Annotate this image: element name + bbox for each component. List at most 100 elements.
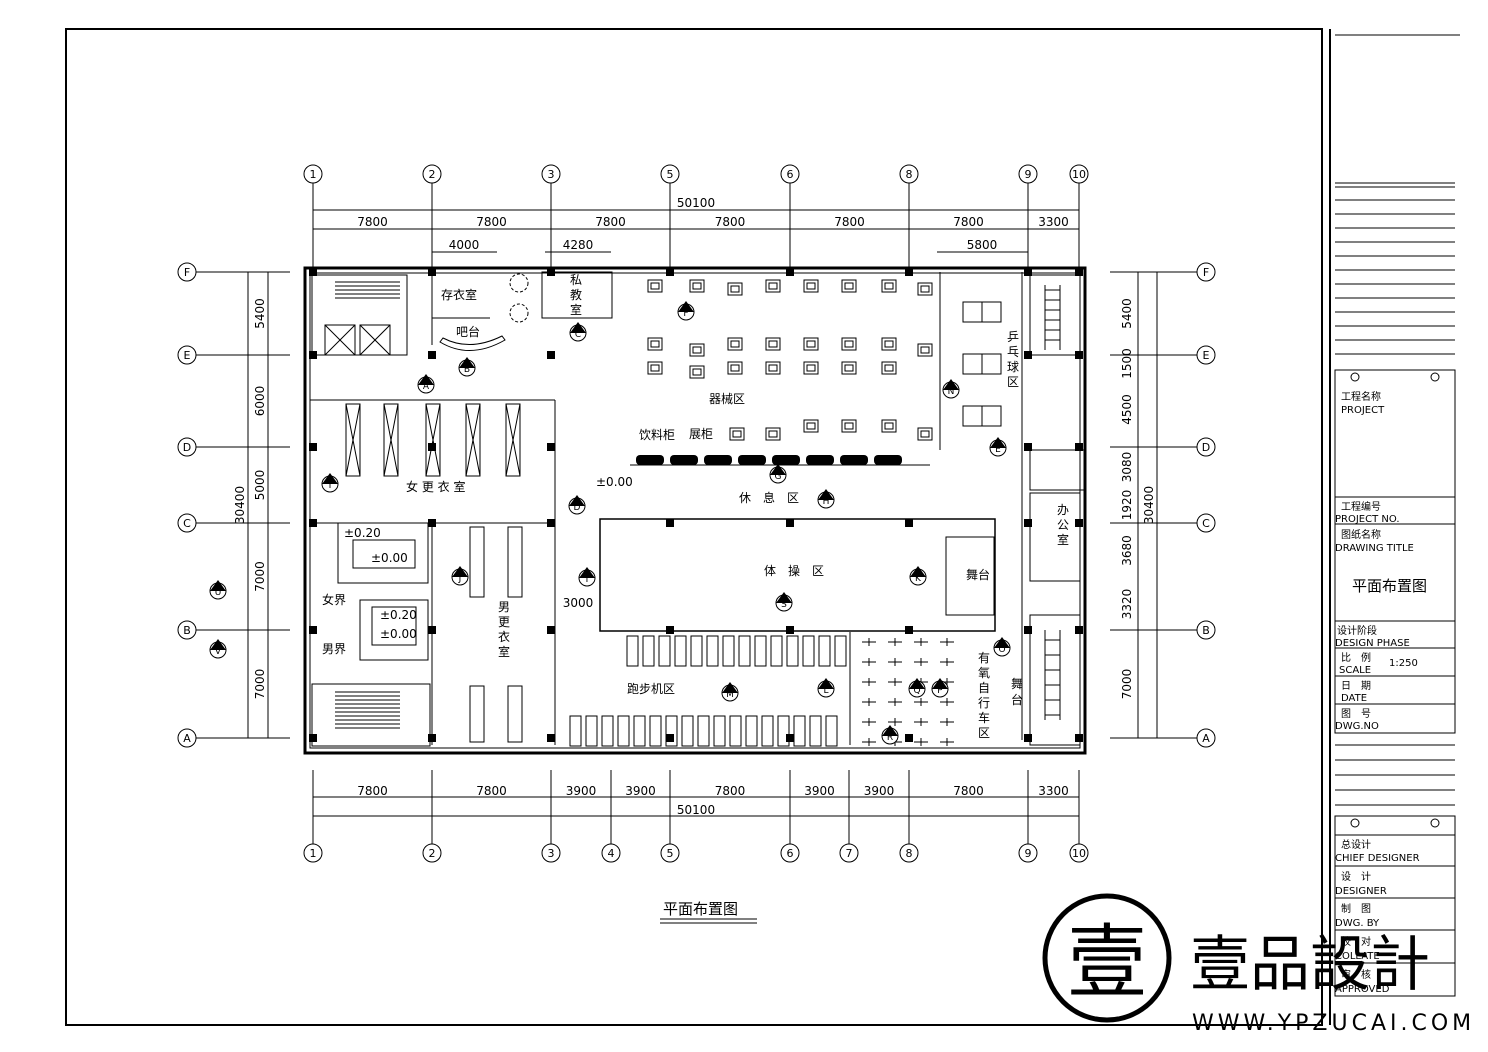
tb-scale-value: 1:250 (1389, 658, 1418, 669)
column-9 (428, 351, 436, 359)
machine-6 (881, 279, 897, 293)
bike-1-3 (940, 658, 954, 666)
treadmill-top-11 (802, 635, 815, 667)
axis-label-bottom-7: 7 (846, 847, 853, 860)
label-office-2: 公 (1057, 518, 1069, 532)
label-gym: 体 操 区 (764, 563, 824, 578)
label-display: 展柜 (689, 427, 713, 441)
dim-top-sub-2: 4280 (563, 238, 594, 252)
dim-right-seg-5: 3680 (1120, 535, 1134, 566)
building-walls (303, 266, 1087, 755)
machine-28 (917, 427, 933, 441)
bike-0-0 (862, 638, 876, 646)
treadmill-top-2 (658, 635, 671, 667)
tb-drawing-name: 平面布置图 (1352, 577, 1427, 595)
axis-label-bottom-9: 9 (1025, 847, 1032, 860)
tb-drawn-en: DWG. BY (1335, 918, 1380, 929)
marker-label-U: U (215, 588, 222, 598)
column-17 (1075, 443, 1083, 451)
pingpong-tables (962, 301, 1002, 427)
machine-inner-24 (768, 430, 778, 438)
axis-label-right-D: D (1202, 441, 1210, 454)
axis-label-left-E: E (184, 349, 191, 362)
lounge-1 (509, 303, 529, 323)
treadmill-bottom-13 (777, 715, 790, 747)
machine-inner-28 (920, 430, 930, 438)
column-1 (428, 268, 436, 276)
machine-9 (689, 343, 705, 357)
axis-label-top-8: 8 (906, 168, 913, 181)
treadmill-bottom-8 (697, 715, 710, 747)
marker-arrow-D (569, 495, 585, 506)
machine-inner-2 (730, 285, 740, 293)
column-20 (547, 519, 555, 527)
label-bar: 吧台 (456, 324, 480, 339)
label-cycling-4: 行 (978, 696, 990, 710)
dim-left-total: 30400 (233, 486, 247, 524)
dim-top-sub-3: 5800 (967, 238, 998, 252)
axis-label-right-B: B (1202, 624, 1210, 637)
dim-bottom-seg-1: 7800 (476, 784, 507, 798)
machine-inner-21 (844, 364, 854, 372)
dim-left-seg-0: 5400 (253, 298, 267, 329)
label-private-1: 私 (570, 273, 582, 287)
bike-4-3 (940, 718, 954, 726)
machine-17 (689, 365, 705, 379)
treadmill-top-0 (626, 635, 639, 667)
locker-male-a-1 (507, 526, 523, 598)
marker-arrow-Q (909, 678, 925, 689)
machine-8 (647, 337, 663, 351)
locker-female-4 (505, 403, 521, 477)
machine-2 (727, 282, 743, 296)
treadmill-bottom-6 (665, 715, 678, 747)
machine-12 (803, 337, 819, 351)
treadmill-rows (569, 635, 847, 747)
machine-inner-19 (768, 364, 778, 372)
locker-male-a-0 (469, 526, 485, 598)
label-cycling-3: 自 (978, 681, 990, 695)
dim-top-sub-1: 4000 (449, 238, 480, 252)
column-11 (1024, 351, 1032, 359)
label-pingpong-2: 乓 (1007, 345, 1019, 359)
locker-rows (345, 403, 523, 743)
locker-female-x-3 (465, 403, 481, 477)
machine-inner-16 (650, 364, 660, 372)
level-1: ±0.00 (596, 475, 633, 489)
label-office-3: 室 (1057, 532, 1069, 547)
bike-3-0 (862, 698, 876, 706)
machine-inner-20 (806, 364, 816, 372)
marker-arrow-H (818, 489, 834, 500)
column-12 (1075, 351, 1083, 359)
machine-24 (765, 427, 781, 441)
marker-arrow-N (943, 379, 959, 390)
machine-13 (841, 337, 857, 351)
column-0 (309, 268, 317, 276)
dim-bottom-seg-5: 3900 (804, 784, 835, 798)
axis-label-right-C: C (1202, 517, 1210, 530)
label-male-locker-2: 更 (498, 615, 510, 629)
column-28 (547, 626, 555, 634)
machine-15 (917, 343, 933, 357)
machine-inner-9 (692, 346, 702, 354)
tb-drawing-title-en: DRAWING TITLE (1335, 543, 1414, 554)
machine-inner-6 (884, 282, 894, 290)
machine-inner-25 (806, 422, 816, 430)
treadmill-top-9 (770, 635, 783, 667)
axis-label-top-1: 1 (310, 168, 317, 181)
machine-inner-11 (768, 340, 778, 348)
dim-top-total: 50100 (677, 196, 715, 210)
tb-date-en: DATE (1341, 693, 1367, 704)
treadmill-bottom-5 (649, 715, 662, 747)
marker-label-N: N (948, 387, 955, 397)
machine-21 (841, 361, 857, 375)
marker-label-S: S (781, 600, 787, 610)
machine-1 (689, 279, 705, 293)
tb-project-en: PROJECT (1341, 405, 1385, 416)
locker-female-0 (345, 403, 361, 477)
column-10 (547, 351, 555, 359)
locker-male-b-0 (469, 685, 485, 743)
dim-right-seg-3: 3080 (1120, 452, 1134, 483)
column-39 (905, 734, 913, 742)
